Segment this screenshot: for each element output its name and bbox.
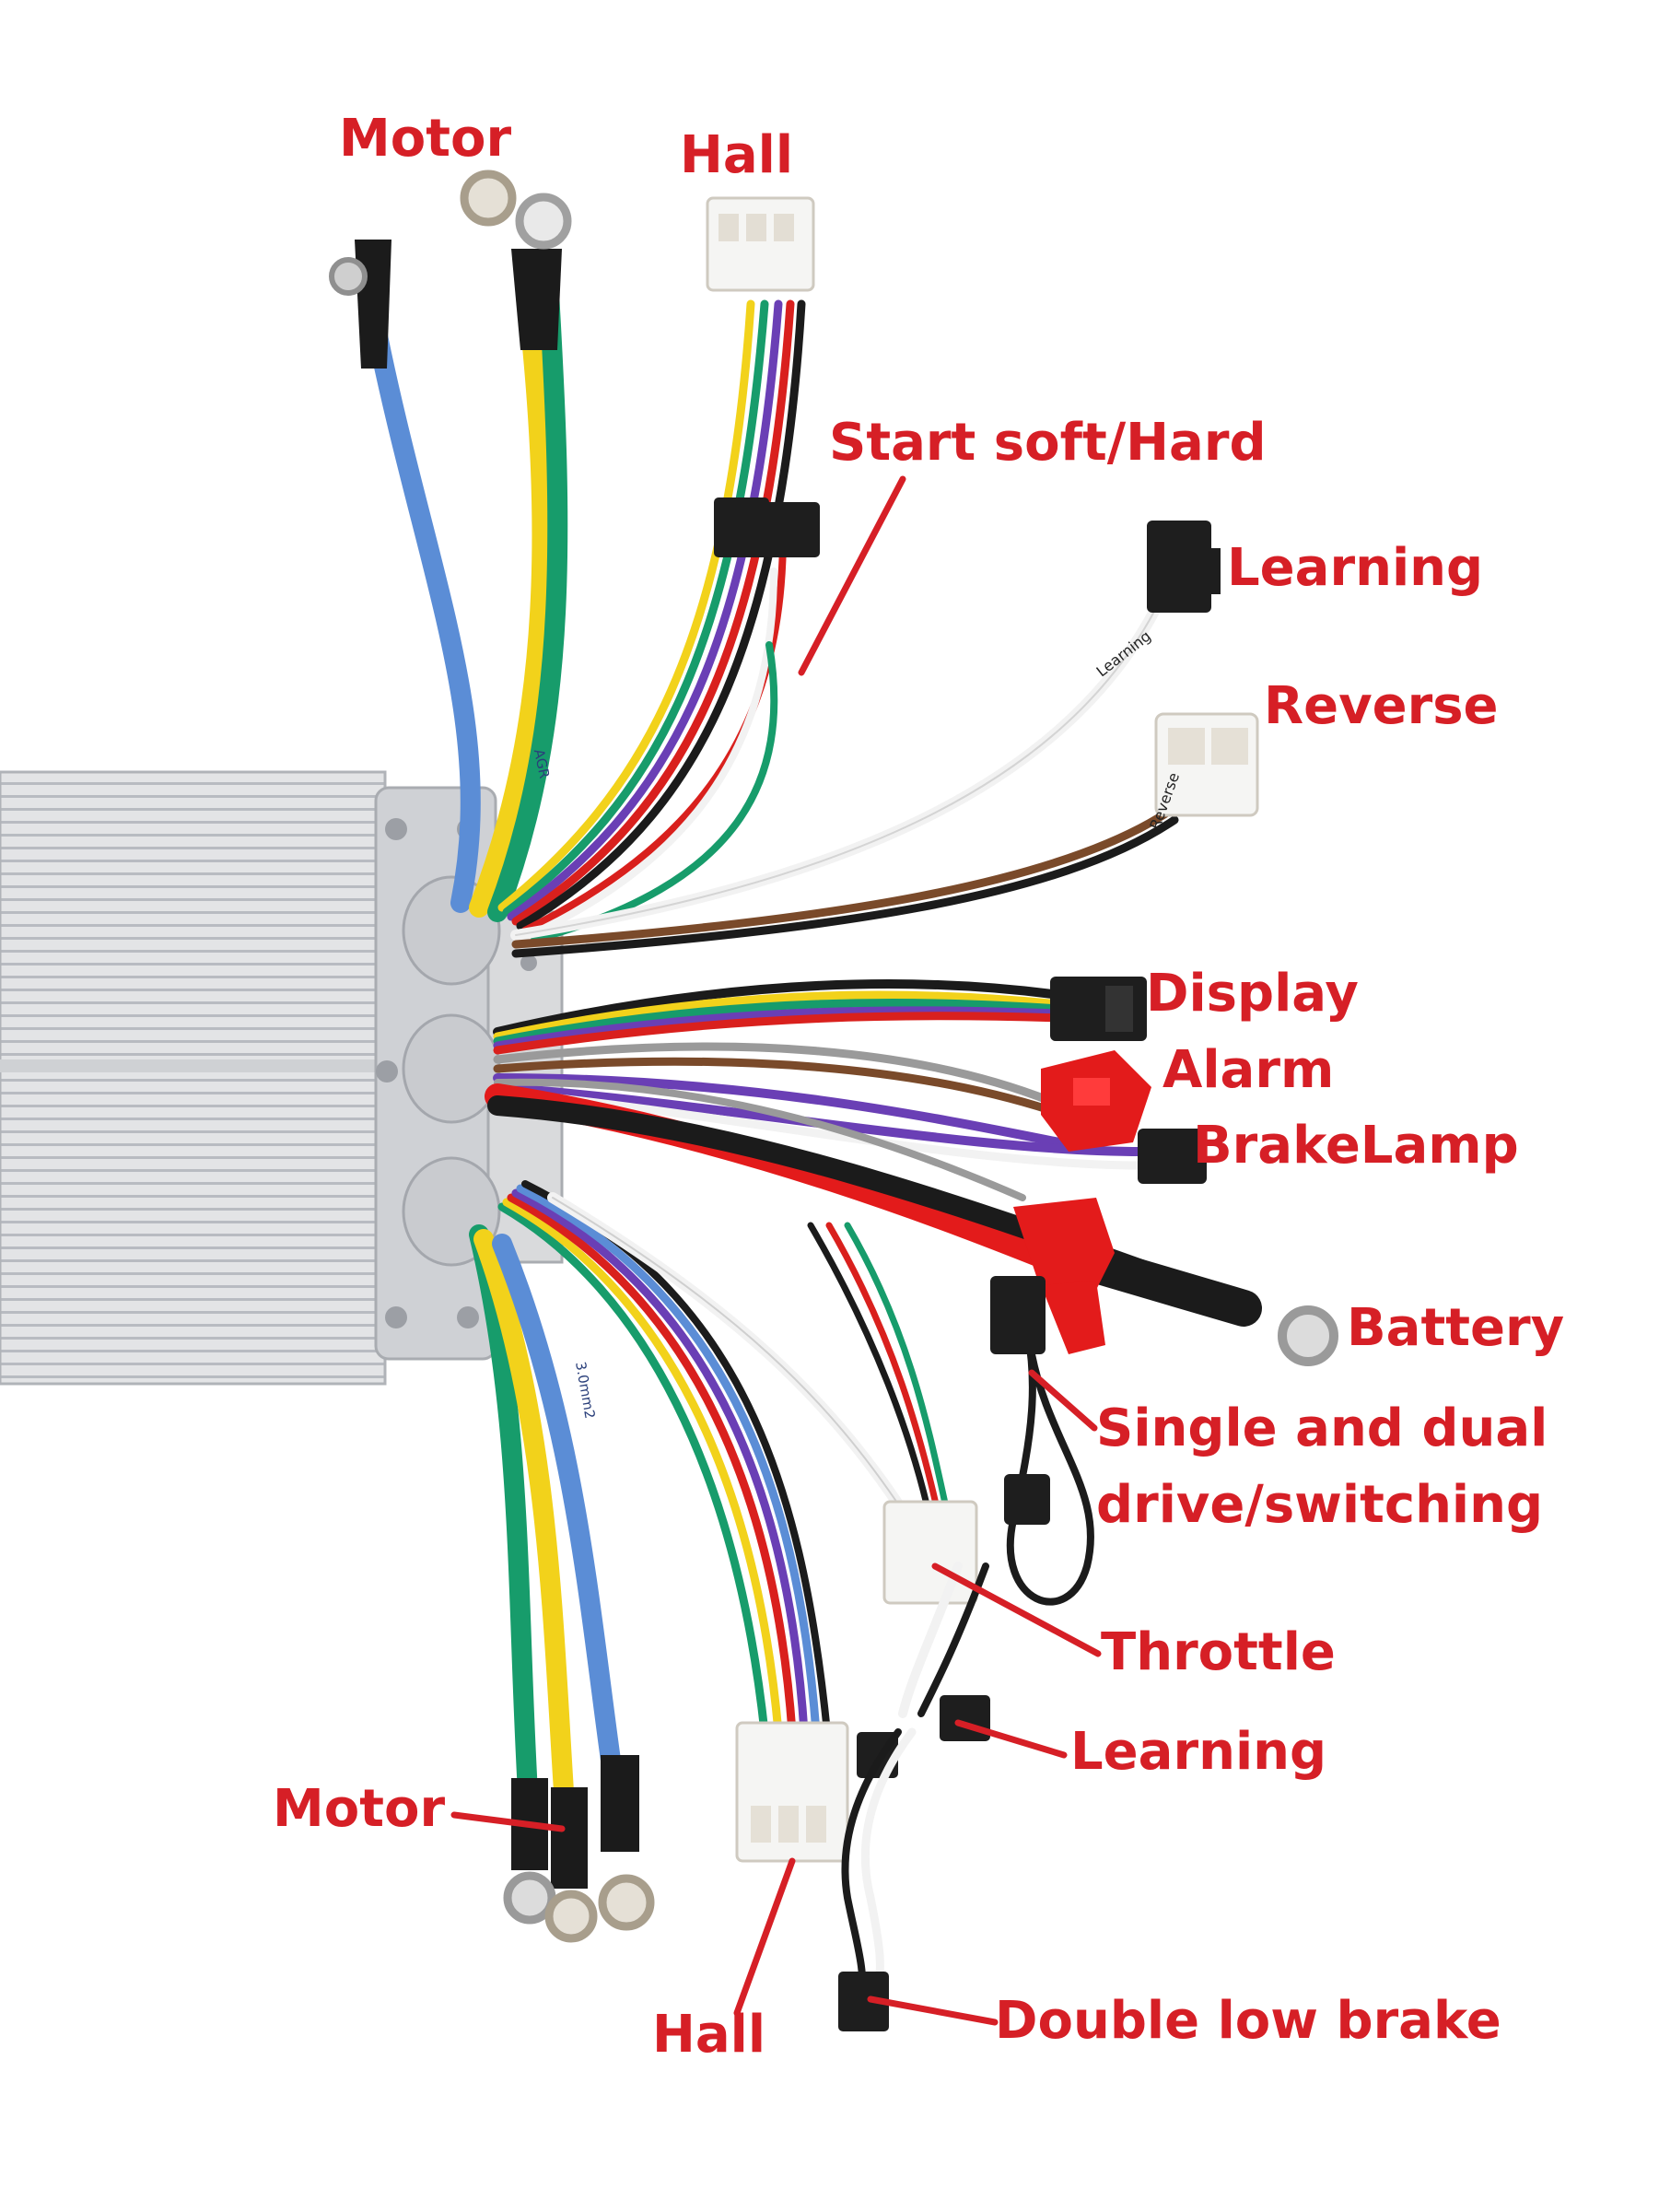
label-hall-top: Hall: [680, 125, 794, 185]
label-double-low-brake: Double low brake: [995, 1991, 1501, 2051]
leader-start-soft-hard: [798, 475, 906, 676]
ring-terminal-icon: [329, 170, 572, 369]
label-alarm: Alarm: [1162, 1040, 1335, 1100]
leader-hall-bottom: [733, 1857, 796, 2017]
leader-lines: [450, 475, 1102, 2026]
connector-plug-icon: [706, 196, 820, 557]
label-single-dual-line1: Single and dual: [1096, 1399, 1548, 1458]
learning-lead-top: [510, 521, 1221, 941]
label-start-soft-hard: Start soft/Hard: [829, 413, 1267, 473]
display-connector: [1050, 977, 1147, 1041]
hall-wires-top: [497, 299, 806, 943]
leader-double-low-brake: [867, 1995, 999, 2026]
alarm-connector: [1041, 1050, 1151, 1152]
motor-wires-top: [363, 266, 568, 922]
label-battery: Battery: [1347, 1298, 1565, 1358]
leader-single-dual: [1028, 1369, 1098, 1432]
motor-wires-bottom: [469, 1224, 655, 1943]
label-single-dual-line2: drive/switching: [1096, 1475, 1544, 1535]
label-display: Display: [1146, 964, 1359, 1024]
heat-sink-icon: [0, 770, 387, 1386]
label-learning-bottom: Learning: [1070, 1722, 1327, 1782]
label-learning-top: Learning: [1227, 538, 1484, 598]
label-brake-lamp: BrakeLamp: [1193, 1116, 1519, 1176]
label-motor-bottom: Motor: [273, 1779, 446, 1839]
reverse-lead: [511, 712, 1259, 958]
label-motor-top: Motor: [339, 109, 512, 169]
leader-motor-bottom: [450, 1811, 566, 1832]
leader-throttle: [931, 1562, 1102, 1657]
label-hall-bottom: Hall: [652, 2005, 766, 2065]
double-low-brake-lead: [838, 1727, 917, 2031]
battery-leads: [485, 1083, 1338, 1366]
brake-lamp-connector: [1138, 1129, 1207, 1184]
label-throttle: Throttle: [1101, 1622, 1336, 1682]
grommet-middle: [402, 1013, 501, 1124]
label-reverse: Reverse: [1264, 676, 1499, 736]
throttle-lead: [547, 1192, 978, 1605]
hall-wires-bottom: [497, 1180, 849, 1863]
controller-housing: [0, 770, 564, 1386]
drive-switching-loop: [990, 1276, 1094, 1606]
leader-learning-bottom: [954, 1719, 1068, 1759]
